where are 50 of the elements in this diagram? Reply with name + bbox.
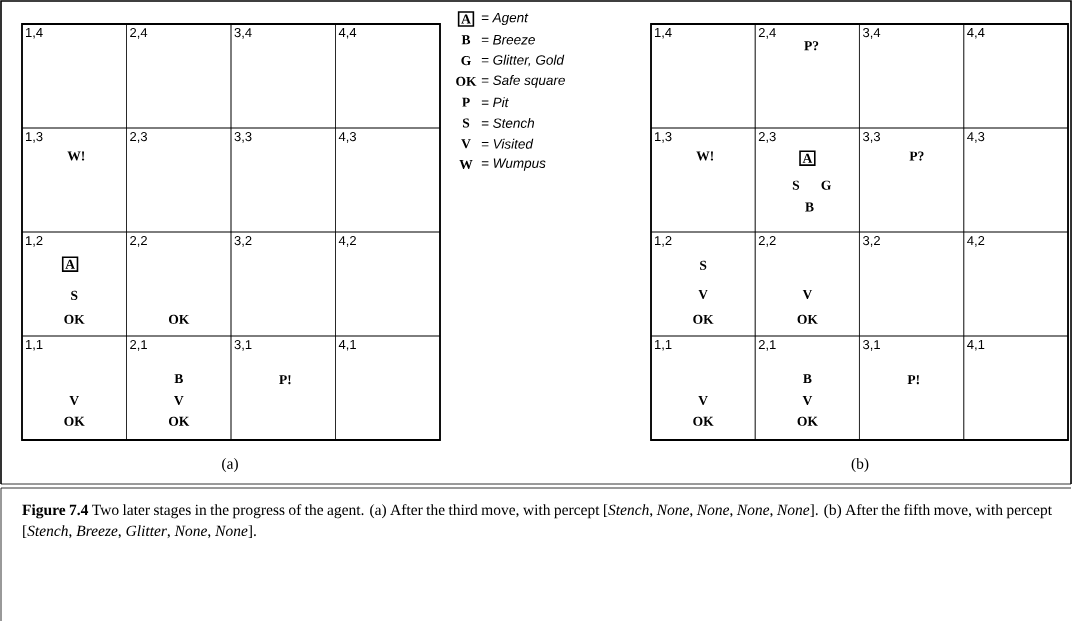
legend-text: = Glitter, Gold <box>481 54 565 67</box>
grid-cell: 2,4 <box>126 23 232 129</box>
grid-cell: 3,4 <box>859 23 964 129</box>
grid-cell: 3,1 P! <box>859 335 964 441</box>
grid-cell: 4,2 <box>963 231 1069 337</box>
panel-label: (b) <box>851 457 869 473</box>
grid-cell: 4,1 <box>963 335 1069 441</box>
legend-text: = Agent <box>481 12 529 26</box>
grid-cell: 1,3 W! <box>650 127 756 233</box>
grid-cell: 2,3 <box>126 127 232 233</box>
legend-symbol: V <box>461 139 471 149</box>
grid-cell: 1,2 S V OK <box>650 231 756 337</box>
grid-cell: 2,4 P? <box>754 23 860 129</box>
legend-text: = Stench <box>481 118 535 128</box>
figure-caption: Figure 7.4 Two later stages in the progress of the agent. (a) After the third move, with percept [Stench, None, None, None, None]. (b) After the fifth move, with percept [Stench, Breeze, Glitter, None, None]. <box>22 504 1052 539</box>
grid-cell: 3,2 <box>859 231 964 337</box>
grid-cell: 1,3 W! <box>21 127 127 233</box>
grid-cell: 2,2 OK <box>126 231 232 337</box>
grid-cell: 4,4 <box>963 23 1069 129</box>
legend-symbol: OK <box>456 76 477 86</box>
legend-symbol: W <box>459 160 473 170</box>
legend-symbol: P <box>462 97 470 107</box>
legend-symbol: G <box>461 56 471 66</box>
grid-cell: 2,2 V OK <box>754 231 860 337</box>
grid-cell: 3,3 P? <box>859 127 964 233</box>
grid-cell: 3,2 <box>230 231 336 337</box>
grid-cell: 4,3 <box>335 127 441 233</box>
grid-cell: 1,1 V OK <box>650 335 756 441</box>
legend-text: = Safe square <box>481 75 565 88</box>
legend-symbol: S <box>462 118 470 128</box>
node-label: 1,4 <box>25 28 43 39</box>
grid-cell: 1,1 V OK <box>21 335 127 441</box>
legend-symbol: B <box>461 35 471 45</box>
grid-cell: 3,1 P! <box>230 335 336 441</box>
grid-cell: 4,4 <box>335 23 441 129</box>
panel-label: (a) <box>222 457 238 473</box>
legend-text: = Pit <box>481 97 509 108</box>
legend-text: = Breeze <box>481 35 535 45</box>
grid-cell: 2,1 B V OK <box>754 335 860 441</box>
agent-box: A <box>799 150 816 166</box>
grid-cell: 4,1 <box>335 335 441 441</box>
grid-cell: 3,3 <box>230 127 336 233</box>
legend-text: = Wumpus <box>481 158 546 171</box>
grid-cell: 4,3 <box>963 127 1069 233</box>
grid-cell: 4,2 <box>335 231 441 337</box>
grid-cell: 2,1 B V OK <box>126 335 232 441</box>
agent-box: A <box>61 256 79 272</box>
legend-text: = Visited <box>481 138 534 149</box>
node-label: 1,4 <box>655 28 672 39</box>
grid-cell: 3,4 <box>230 23 336 129</box>
